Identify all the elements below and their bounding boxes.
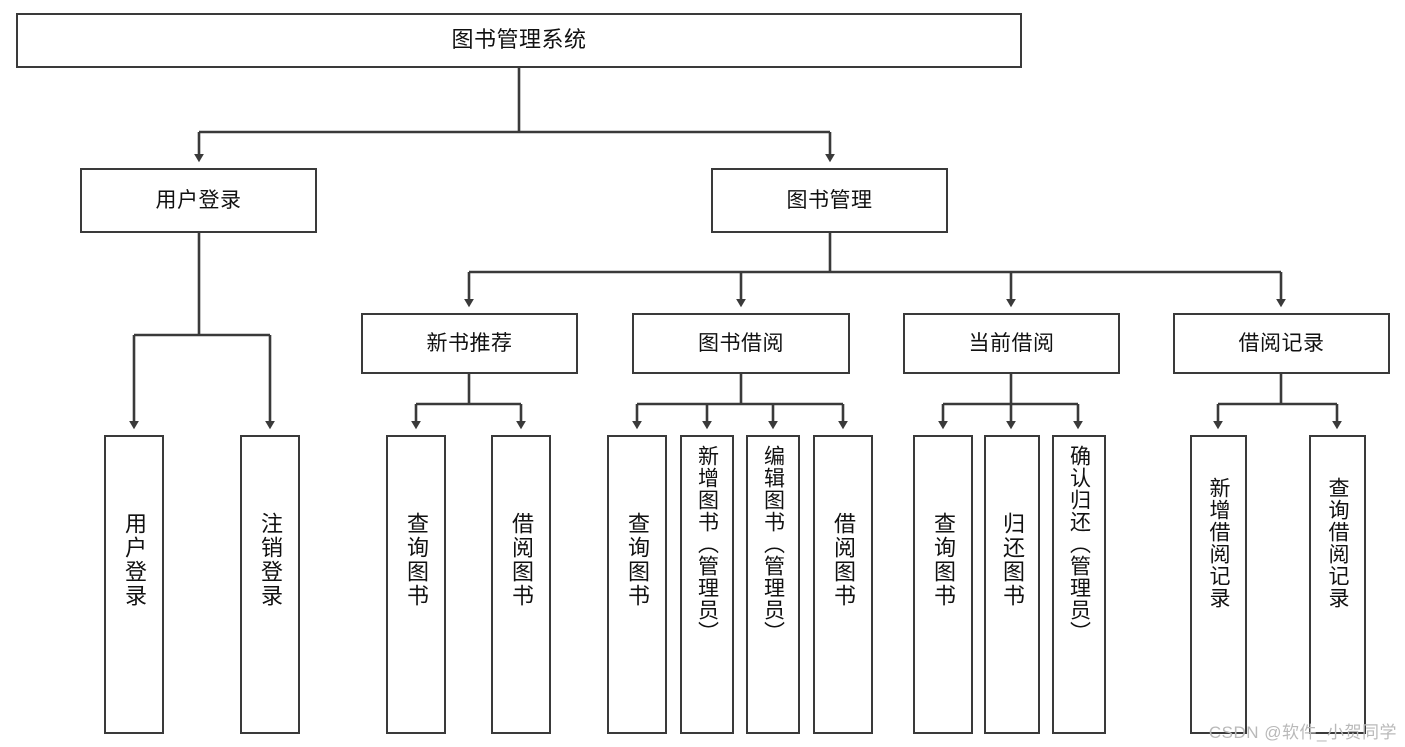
node-new-book-recommend[interactable]: 新书推荐 bbox=[361, 313, 578, 374]
node-label: 新增借阅记录 bbox=[1207, 477, 1230, 609]
node-label: 借阅记录 bbox=[1238, 331, 1325, 355]
node-label: 用户登录 bbox=[122, 512, 147, 608]
node-book-borrow[interactable]: 图书借阅 bbox=[632, 313, 850, 374]
node-label: 借阅图书 bbox=[509, 512, 534, 608]
leaf-query-book-borrow[interactable]: 查询图书 bbox=[607, 435, 667, 734]
node-label: 图书管理 bbox=[786, 188, 873, 212]
node-label: 图书借阅 bbox=[698, 331, 784, 355]
node-label: 注销登录 bbox=[258, 512, 283, 608]
node-label: 归还图书 bbox=[1000, 512, 1025, 608]
node-root-book-management-system[interactable]: 图书管理系统 bbox=[16, 13, 1022, 68]
leaf-query-book-recommend[interactable]: 查询图书 bbox=[386, 435, 446, 734]
node-label: 图书管理系统 bbox=[451, 27, 587, 53]
leaf-add-book-admin[interactable]: 新增图书（管理员） bbox=[680, 435, 734, 734]
node-label: 用户登录 bbox=[155, 188, 242, 212]
node-label: 确认归还（管理员） bbox=[1067, 445, 1091, 643]
node-label: 查询图书 bbox=[625, 512, 650, 608]
leaf-query-borrow-record[interactable]: 查询借阅记录 bbox=[1309, 435, 1366, 734]
leaf-confirm-return-admin[interactable]: 确认归还（管理员） bbox=[1052, 435, 1106, 734]
node-label: 借阅图书 bbox=[831, 512, 856, 608]
node-label: 查询图书 bbox=[404, 512, 429, 608]
node-current-borrow[interactable]: 当前借阅 bbox=[903, 313, 1120, 374]
node-label: 新书推荐 bbox=[426, 331, 513, 355]
leaf-return-book[interactable]: 归还图书 bbox=[984, 435, 1040, 734]
node-label: 新增图书（管理员） bbox=[695, 445, 719, 643]
leaf-user-login[interactable]: 用户登录 bbox=[104, 435, 164, 734]
node-borrow-record[interactable]: 借阅记录 bbox=[1173, 313, 1390, 374]
leaf-edit-book-admin[interactable]: 编辑图书（管理员） bbox=[746, 435, 800, 734]
node-label: 当前借阅 bbox=[968, 331, 1055, 355]
watermark-text: CSDN @软件_小贺同学 bbox=[1208, 723, 1397, 742]
leaf-query-book-current[interactable]: 查询图书 bbox=[913, 435, 973, 734]
leaf-borrow-book-recommend[interactable]: 借阅图书 bbox=[491, 435, 551, 734]
leaf-add-borrow-record[interactable]: 新增借阅记录 bbox=[1190, 435, 1247, 734]
node-label: 查询借阅记录 bbox=[1326, 477, 1349, 609]
node-user-login[interactable]: 用户登录 bbox=[80, 168, 317, 233]
node-book-management[interactable]: 图书管理 bbox=[711, 168, 948, 233]
leaf-logout[interactable]: 注销登录 bbox=[240, 435, 300, 734]
leaf-borrow-book[interactable]: 借阅图书 bbox=[813, 435, 873, 734]
node-label: 编辑图书（管理员） bbox=[761, 445, 785, 643]
node-label: 查询图书 bbox=[931, 512, 956, 608]
